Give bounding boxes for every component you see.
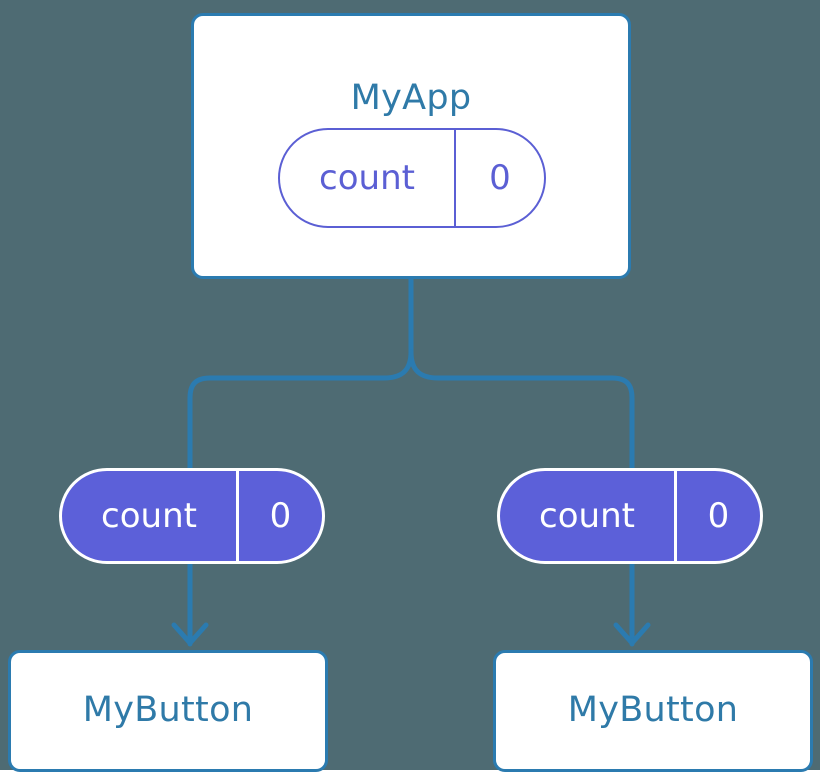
props-key-label-left: count	[101, 496, 197, 536]
arrow-right-head	[613, 622, 651, 646]
state-pill-count[interactable]: count 0	[278, 128, 546, 228]
component-box-mybutton-left[interactable]: MyButton	[8, 650, 328, 772]
connector-fork-right	[408, 349, 635, 473]
component-title-myapp: MyApp	[350, 78, 472, 118]
state-key-label: count	[319, 158, 415, 198]
props-value-label-right: 0	[674, 471, 760, 561]
component-title-mybutton-left: MyButton	[82, 690, 254, 730]
connector-fork-left	[187, 349, 414, 473]
props-value-label-left: 0	[236, 471, 322, 561]
arrow-left-head	[171, 622, 209, 646]
component-title-mybutton-right: MyButton	[567, 690, 739, 730]
component-box-myapp[interactable]: MyApp	[191, 13, 631, 279]
props-key-label-right: count	[539, 496, 635, 536]
state-value-label: 0	[454, 130, 544, 226]
props-pill-left[interactable]: count 0	[59, 468, 325, 564]
props-pill-right[interactable]: count 0	[497, 468, 763, 564]
component-box-mybutton-right[interactable]: MyButton	[493, 650, 813, 772]
